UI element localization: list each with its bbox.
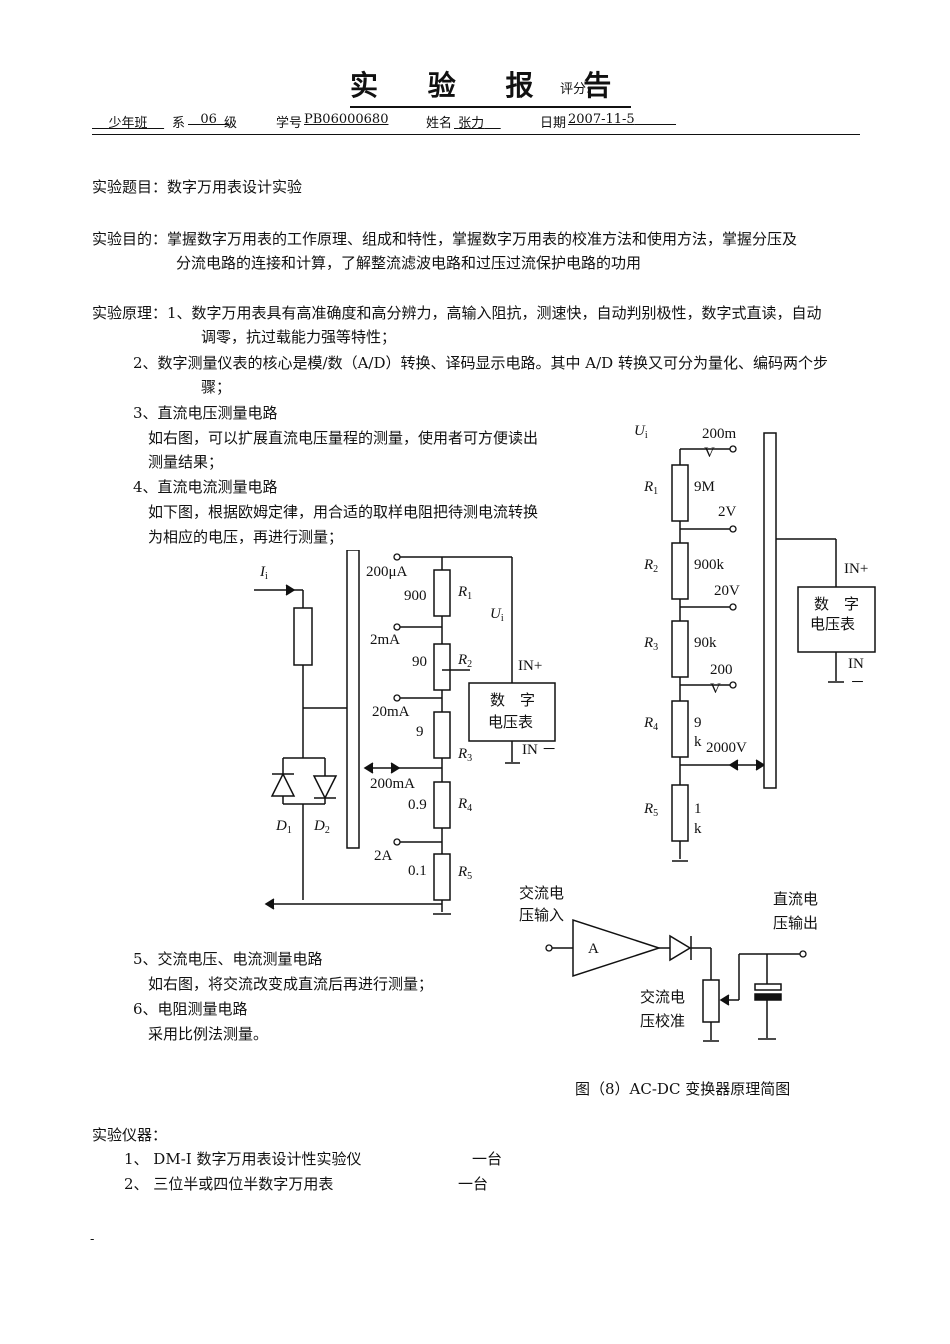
range-label: V [710,681,721,697]
in-minus-label: IN － [522,742,557,758]
report-title: 实 验 报 告 [350,64,632,108]
principle-3-title: 3、直流电压测量电路 [133,404,278,422]
grade-label: 级 [224,116,238,131]
meter-label-line-1: 数 字 [490,692,535,709]
diode-d2-label: D2 [313,818,330,836]
in-minus-label: IN [848,656,864,672]
principle-2-line-1: 2、数字测量仪表的核心是模/数（A/D）转换、译码显示电路。其中 A/D 转换又… [133,354,828,372]
instruments-title: 实验仪器： [92,1126,168,1144]
range-label: 2000V [706,740,747,756]
resistor-value: 900k [694,557,725,573]
name-value: 张力 [458,116,485,131]
resistor-value: 9 [694,715,702,731]
range-label: 20mA [372,704,410,720]
range-label: 20V [714,583,740,599]
principle-1-line-2: 调零，抗过载能力强等特性； [201,328,397,346]
purpose-line-1: 实验目的：掌握数字万用表的工作原理、组成和特性，掌握数字万用表的校准方法和使用方… [92,230,798,248]
principle-4-line-2: 为相应的电压，再进行测量； [148,528,344,546]
calibration-label-line-1: 交流电 [640,988,685,1006]
instrument-1-qty: 一台 [472,1150,503,1168]
resistor-label: R4 [457,796,472,814]
ac-input-label-line-1: 交流电 [519,884,564,902]
meter-label-line-2: 电压表 [810,616,855,633]
range-label: 200 [710,662,733,678]
dept-value: 06 [200,112,217,127]
resistor-value: k [694,734,702,750]
instrument-2-label: 2、 三位半或四位半数字万用表 [124,1175,334,1193]
resistor-label: R3 [643,635,658,653]
range-label: 2A [374,848,393,864]
in-minus-label: － [850,675,865,691]
diode-d1-label: D1 [275,818,292,836]
principle-1-line-1: 实验原理：1、数字万用表具有高准确度和高分辨力，高输入阻抗，测速快，自动判别极性… [92,304,822,322]
resistor-value: 0.9 [408,797,427,813]
principle-3-line-2: 测量结果； [148,453,224,471]
current-input-label: Ii [259,564,268,582]
date-value: 2007-11-5 [568,112,635,127]
amplifier-label: A [588,941,599,957]
dc-output-label-line-2: 压输出 [773,915,818,932]
ac-input-label-line-2: 压输入 [519,907,564,924]
ac-dc-converter-diagram: 交流电 压输入 A 直流电 压输出 交流电 压校准 [519,884,818,1042]
principle-2-line-2: 骤； [201,378,232,396]
footer-mark: - [90,1232,95,1247]
range-label: 2V [718,504,737,520]
resistor-label: R1 [643,479,658,497]
range-label: V [704,445,715,461]
acdc-caption: 图（8）AC-DC 变换器原理简图 [575,1080,791,1098]
range-label: 200m [702,426,737,442]
principle-6-title: 6、电阻测量电路 [133,1000,248,1018]
date-label: 日期 [540,116,567,131]
instrument-2-qty: 一台 [458,1175,489,1193]
in-plus-label: IN+ [518,658,542,674]
class-field: 少年班 [108,116,148,131]
resistor-value: 900 [404,588,427,604]
principle-4-line-1: 如下图，根据欧姆定律，用合适的取样电阻把待测电流转换 [148,503,539,521]
resistor-value: 1 [694,801,702,817]
resistor-label: R2 [457,652,472,670]
resistor-value: 9 [416,724,424,740]
dc-current-circuit-diagram: Ii D1 D2 200μA 2mA 20mA 200mA 2A 900 90 … [254,550,557,915]
purpose-line-2: 分流电路的连接和计算，了解整流滤波电路和过压过流保护电路的功用 [176,254,642,272]
resistor-label: R4 [643,715,658,733]
calibration-label-line-2: 压校准 [640,1013,685,1030]
header-rule [92,134,860,135]
resistor-label: R5 [457,864,472,882]
resistor-label: R3 [457,746,472,764]
name-label: 姓名 [426,116,453,131]
resistor-value: 0.1 [408,863,427,879]
principle-6-line-1: 采用比例法测量。 [148,1025,269,1043]
instrument-1-label: 1、 DM-I 数字万用表设计性实验仪 [124,1150,362,1168]
dc-output-label-line-1: 直流电 [773,891,818,908]
student-id-label: 学号 [276,116,303,131]
principle-4-title: 4、直流电流测量电路 [133,478,278,496]
student-id-value: PB06000680 [304,112,389,127]
range-label: 200μA [366,564,408,580]
resistor-label: R5 [643,801,658,819]
experiment-topic: 实验题目：数字万用表设计实验 [92,178,303,196]
ui-label: Ui [634,423,648,441]
resistor-value: k [694,821,702,837]
resistor-label: R2 [643,557,658,575]
meter-label-line-1: 数 字 [814,596,859,613]
principle-3-line-1: 如右图，可以扩展直流电压量程的测量，使用者可方便读出 [148,429,539,447]
dc-voltage-circuit-diagram: Ui 200m V 2V 20V 200 V 2000V 9M 900k 90k… [634,423,876,862]
resistor-label: R1 [457,584,472,602]
in-plus-label: IN+ [844,561,868,577]
resistor-value: 9M [694,479,715,495]
ui-label: Ui [490,606,504,624]
resistor-value: 90k [694,635,717,651]
range-label: 200mA [370,776,415,792]
range-label: 2mA [370,632,400,648]
dept-label: 系 [172,116,186,131]
resistor-value: 90 [412,654,427,670]
meter-label-line-2: 电压表 [488,714,533,731]
score-label: 评分: [560,82,591,97]
principle-5-line-1: 如右图，将交流改变成直流后再进行测量； [148,975,434,993]
principle-5-title: 5、交流电压、电流测量电路 [133,950,323,968]
